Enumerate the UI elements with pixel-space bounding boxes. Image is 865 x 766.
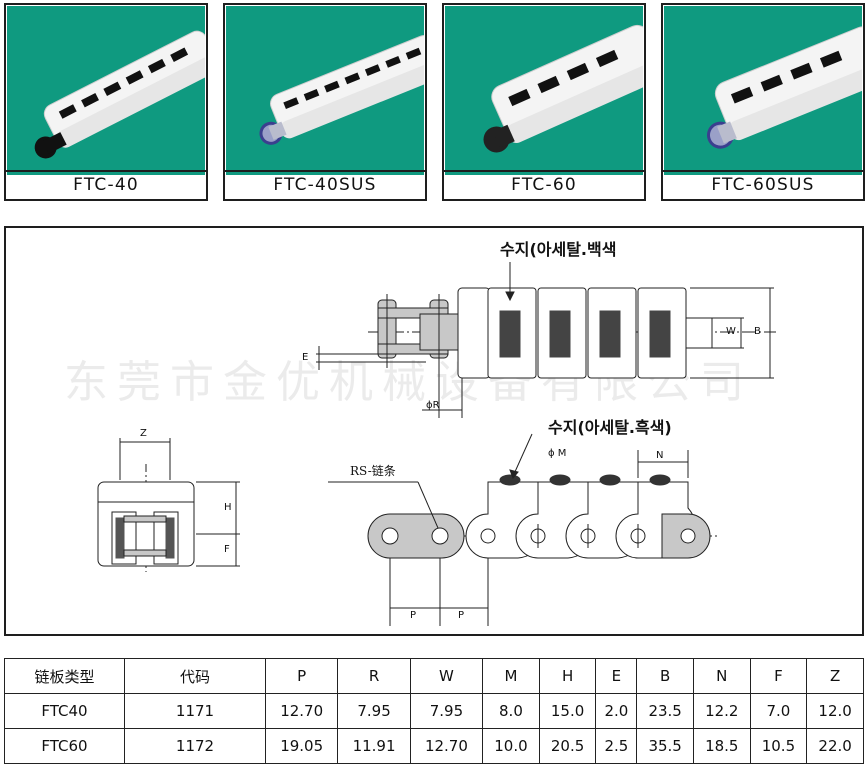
dim-b-label: B: [754, 326, 761, 337]
header-cell: F: [749, 658, 808, 694]
dim-z-label: Z: [140, 428, 147, 439]
dim-n-label: N: [656, 450, 664, 461]
table-cell: 7.95: [409, 693, 484, 729]
product-photo: [226, 6, 424, 175]
table-cell: 10.0: [482, 728, 540, 764]
spec-table: 链板类型 代码 P R W M H E B N F Z FTC40 1171 1…: [4, 658, 864, 764]
product-card-ftc60sus: FTC-60SUS: [661, 3, 865, 201]
dim-e-label: E: [302, 352, 309, 363]
table-cell: FTC60: [4, 728, 125, 764]
dim-m-label: ϕ M: [548, 448, 567, 459]
resin-white-label: 수지(아세탈.백색: [500, 240, 617, 259]
table-row: FTC60 1172 19.05 11.91 12.70 10.0 20.5 2…: [4, 728, 864, 764]
dim-h-label: H: [224, 502, 232, 513]
table-cell: 22.0: [806, 728, 864, 764]
table-header-row: 链板类型 代码 P R W M H E B N F Z: [4, 658, 864, 694]
side-view: [328, 433, 720, 626]
header-cell: R: [337, 658, 411, 694]
table-cell: 2.5: [595, 728, 638, 764]
product-card-ftc60: FTC-60: [442, 3, 646, 201]
product-caption: FTC-60: [444, 170, 644, 199]
top-view: [316, 287, 776, 418]
table-cell: 11.91: [337, 728, 411, 764]
table-cell: 20.5: [538, 728, 597, 764]
table-cell: 19.05: [264, 728, 339, 764]
table-cell: 15.0: [538, 693, 597, 729]
table-cell: 23.5: [636, 693, 694, 729]
end-view: [97, 438, 240, 572]
header-cell: N: [692, 658, 751, 694]
rs-chain-label: RS-链条: [350, 464, 396, 478]
table-cell: 7.95: [337, 693, 411, 729]
table-cell: 12.70: [409, 728, 484, 764]
product-caption: FTC-40SUS: [225, 170, 425, 199]
table-cell: 1172: [124, 728, 266, 764]
product-photo: [7, 6, 205, 175]
header-cell: B: [636, 658, 694, 694]
chain-drawing: [97, 262, 776, 626]
header-cell: P: [264, 658, 339, 694]
table-cell: 2.0: [595, 693, 638, 729]
technical-drawing-panel: 东莞市金优机械设备有限公司: [4, 226, 864, 636]
dim-p1-label: P: [410, 610, 417, 621]
table-cell: 8.0: [482, 693, 540, 729]
product-photo: [664, 6, 862, 175]
product-caption: FTC-40: [6, 170, 206, 199]
header-cell: M: [482, 658, 540, 694]
table-row: FTC40 1171 12.70 7.95 7.95 8.0 15.0 2.0 …: [4, 693, 864, 729]
dim-f-label: F: [224, 544, 230, 555]
header-cell: 链板类型: [4, 658, 125, 694]
table-cell: 12.0: [806, 693, 864, 729]
table-cell: 1171: [124, 693, 266, 729]
product-card-ftc40: FTC-40: [4, 3, 208, 201]
header-cell: H: [538, 658, 597, 694]
product-photo: [445, 6, 643, 175]
dim-w-label: W: [726, 326, 736, 337]
header-cell: W: [409, 658, 484, 694]
product-card-ftc40sus: FTC-40SUS: [223, 3, 427, 201]
table-cell: 18.5: [692, 728, 751, 764]
product-caption: FTC-60SUS: [663, 170, 863, 199]
table-cell: 35.5: [636, 728, 694, 764]
table-cell: 12.2: [692, 693, 751, 729]
header-cell: E: [595, 658, 638, 694]
table-cell: 7.0: [749, 693, 808, 729]
table-cell: 10.5: [749, 728, 808, 764]
table-cell: 12.70: [264, 693, 339, 729]
dim-r-label: ϕR: [426, 400, 440, 411]
table-cell: FTC40: [4, 693, 125, 729]
resin-black-label: 수지(아세탈.흑색): [548, 418, 672, 437]
dim-p2-label: P: [458, 610, 465, 621]
header-cell: 代码: [124, 658, 266, 694]
header-cell: Z: [806, 658, 864, 694]
